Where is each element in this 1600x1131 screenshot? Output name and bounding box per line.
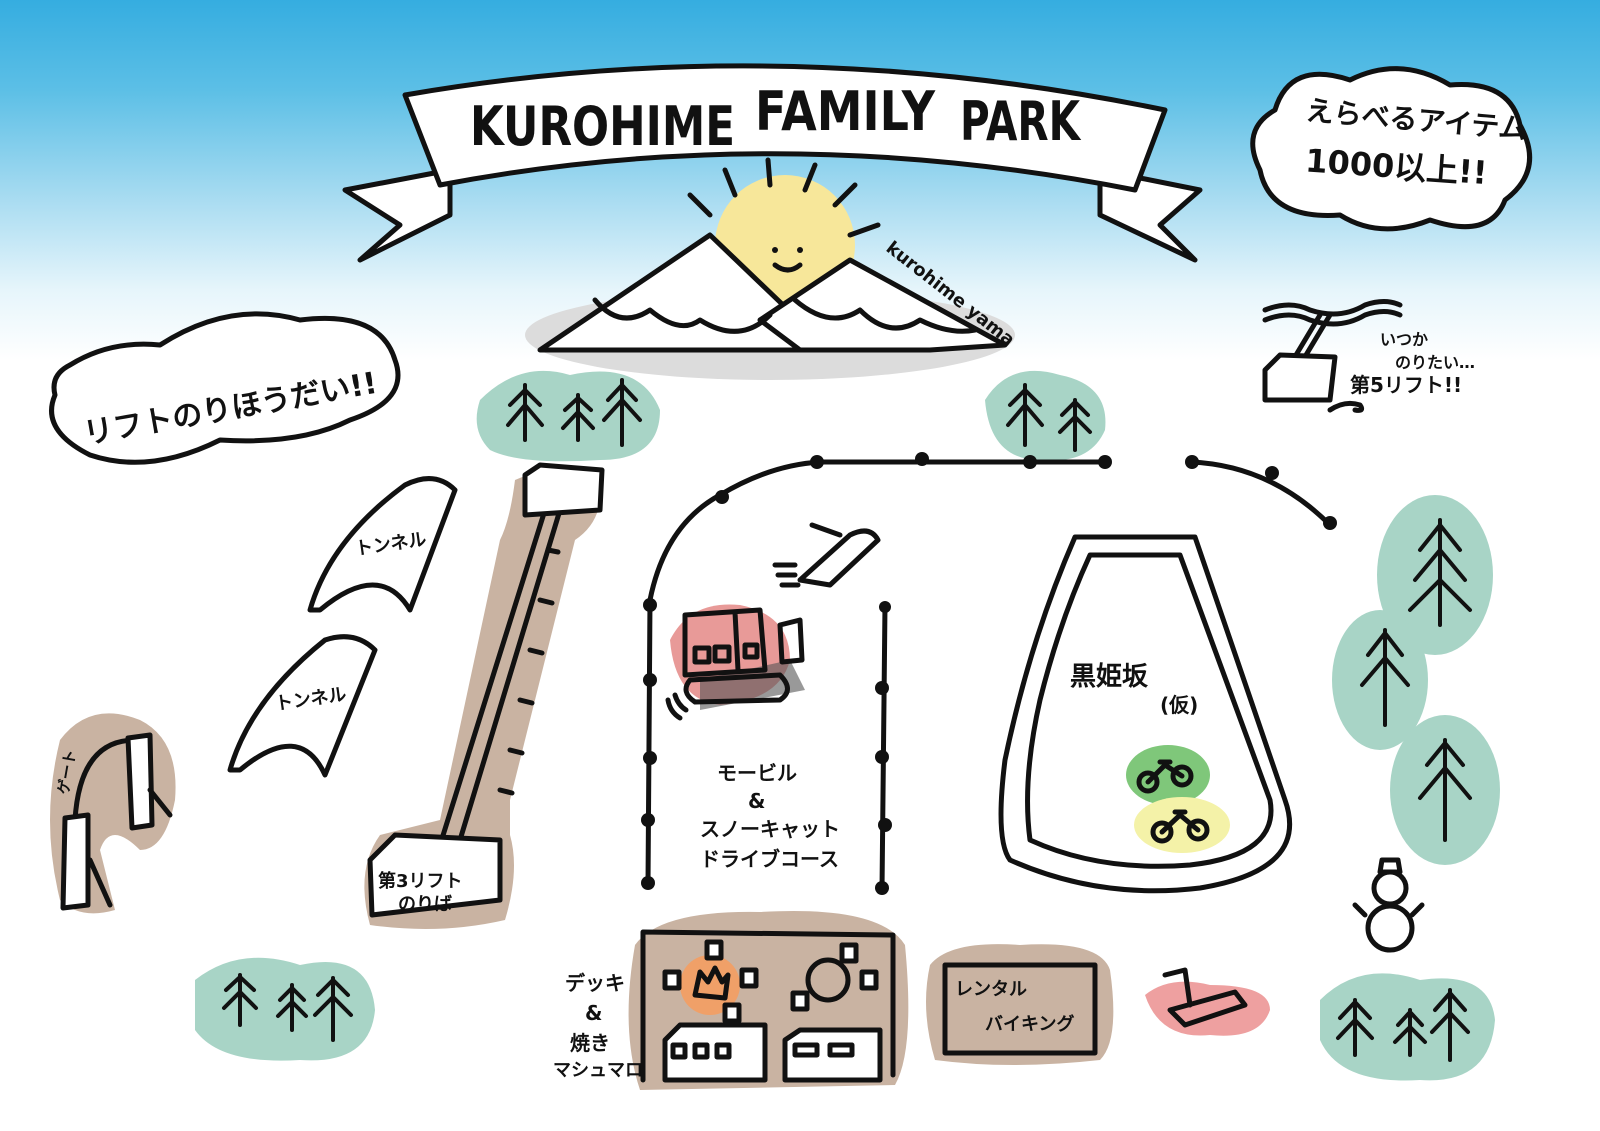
deck-text-3: 焼き <box>570 1031 610 1055</box>
snowmobile-icon <box>772 522 881 588</box>
title-banner: KUROHIME FAMILY PARK <box>342 63 1203 263</box>
tree-group <box>476 370 660 462</box>
mountain: kurohime yama <box>525 157 1019 380</box>
course-text-4: ドライブコース <box>700 847 839 871</box>
lift5-text-2: のりたい… <box>1395 353 1475 372</box>
sled-icon <box>1145 967 1270 1036</box>
kurohime-slope: 黒姫坂 (仮) <box>998 534 1292 894</box>
bike-icon <box>1134 797 1230 853</box>
deck-text-1: デッキ <box>565 971 625 995</box>
lift5-gondola: いつか のりたい… 第5リフト!! <box>1262 299 1475 413</box>
slope-text-1: 黒姫坂 <box>1070 662 1149 692</box>
deck-text-4: マシュマロ <box>553 1060 643 1081</box>
rental-text-1: レンタル <box>955 979 1027 1000</box>
course-text-3: スノーキャット <box>700 817 840 841</box>
lift-unlimited-cloud: リフトのりほうだい!! <box>49 311 401 465</box>
title-kurohime: KUROHIME <box>470 95 735 158</box>
deck-text-2: & <box>585 1001 602 1025</box>
rental-viking: レンタル バイキング <box>926 944 1114 1065</box>
title-family: FAMILY <box>755 80 936 143</box>
rental-text-2: バイキング <box>985 1013 1074 1035</box>
lift3-text-1: 第3リフト <box>378 870 463 892</box>
bike-icon <box>1126 745 1210 805</box>
lift3-text-2: のりば <box>398 894 452 915</box>
snowman-icon <box>1352 857 1425 953</box>
gate: ゲート <box>50 713 176 914</box>
course-text-1: モービル <box>717 761 797 785</box>
tree-group <box>1377 495 1493 655</box>
drive-course: モービル & スノーキャット ドライブコース <box>641 452 1337 895</box>
slope-text-2: (仮) <box>1160 693 1198 717</box>
snowcat-icon <box>665 604 805 721</box>
trees <box>195 370 1500 1081</box>
lift5-text-3: 第5リフト!! <box>1350 373 1462 397</box>
lift5-text-1: いつか <box>1380 330 1428 349</box>
tunnels: トンネル トンネル <box>227 476 458 778</box>
title-park: PARK <box>960 90 1082 153</box>
course-text-2: & <box>748 789 765 813</box>
items-cloud: えらべるアイテム 1000以上!! <box>1250 66 1533 232</box>
tree-group <box>1332 610 1428 750</box>
deck: デッキ & 焼き マシュマロ <box>553 910 909 1090</box>
lift3: 第3リフト のりば <box>364 462 605 929</box>
